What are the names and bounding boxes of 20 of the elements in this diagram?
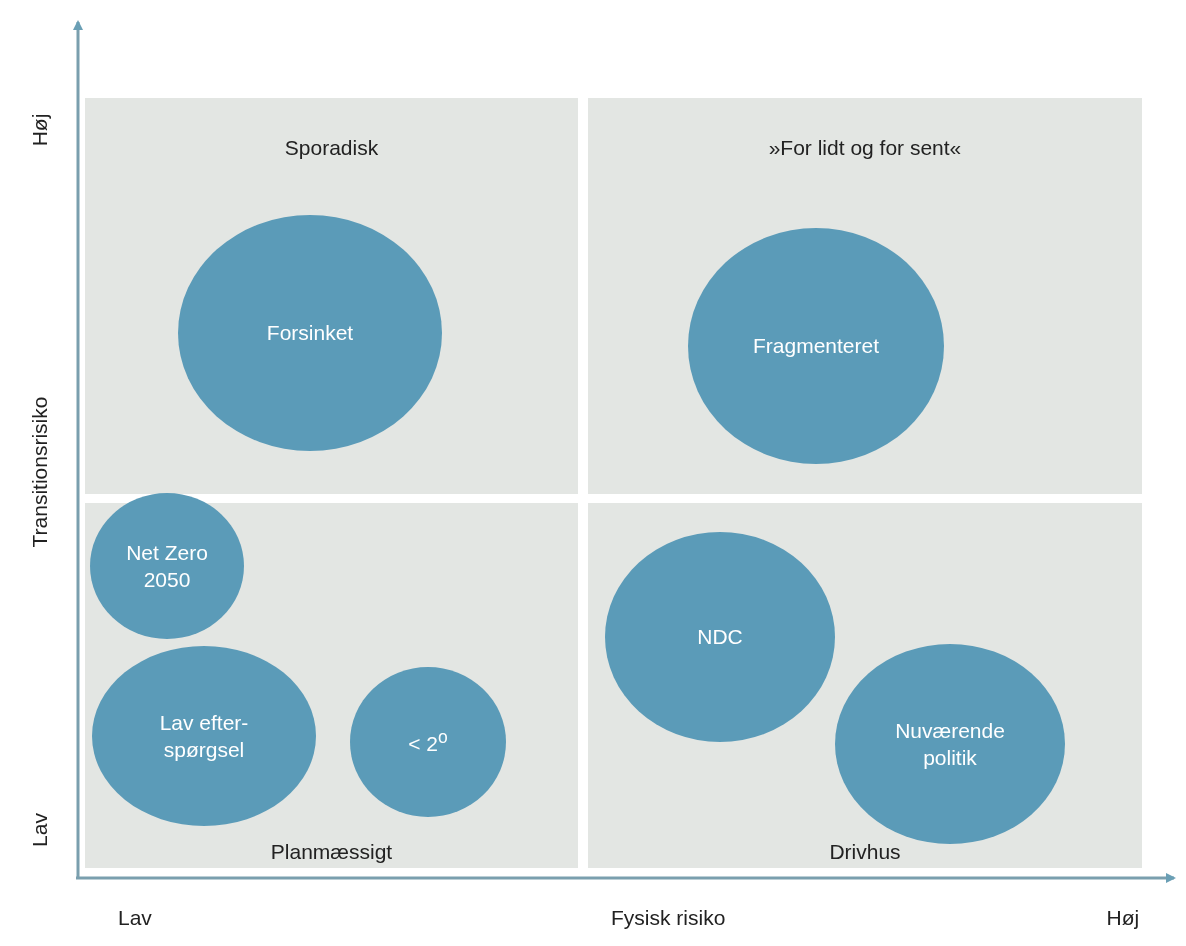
x-axis-high-label: Høj (1106, 906, 1140, 930)
quadrant-panel (588, 503, 1142, 868)
bubble-label: Lav efter- spørgsel (158, 709, 250, 763)
y-axis-low-label: Lav (27, 813, 52, 847)
y-axis-title: Transitionsrisiko (27, 396, 52, 548)
x-axis-low-label: Lav (118, 906, 152, 930)
bubble-label: Nuværende politik (894, 717, 1006, 771)
y-axis-high-label: Høj (27, 113, 52, 147)
bubble-label: < 2$^{o}$ (408, 726, 448, 758)
bubble-label: Fragmenteret (752, 333, 880, 360)
quadrant-title: Planmæssigt (270, 840, 393, 864)
x-axis-title: Fysisk risiko (611, 906, 726, 930)
quadrant-title: Drivhus (829, 840, 901, 864)
quadrant-panel (588, 98, 1142, 494)
quadrant-panel (85, 98, 578, 494)
bubble-label: NDC (697, 624, 743, 651)
bubble-label: Net Zero 2050 (125, 539, 209, 593)
quadrant-title: »For lidt og for sent« (768, 136, 962, 160)
quadrant-title: Sporadisk (284, 136, 379, 160)
bubble-label: Forsinket (266, 320, 354, 347)
